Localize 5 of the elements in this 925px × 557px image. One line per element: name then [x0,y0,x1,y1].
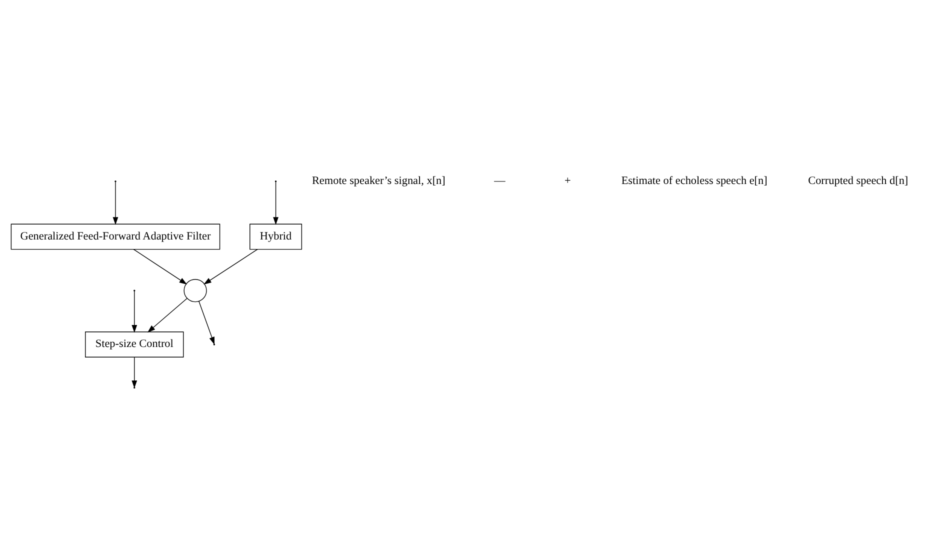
label: Corrupted speech d[n] [808,175,908,188]
label: + [564,175,571,188]
label: — [494,175,506,188]
label: Estimate of echoless speech e[n] [621,175,768,188]
label: Remote speaker’s signal, x[n] [312,175,446,188]
